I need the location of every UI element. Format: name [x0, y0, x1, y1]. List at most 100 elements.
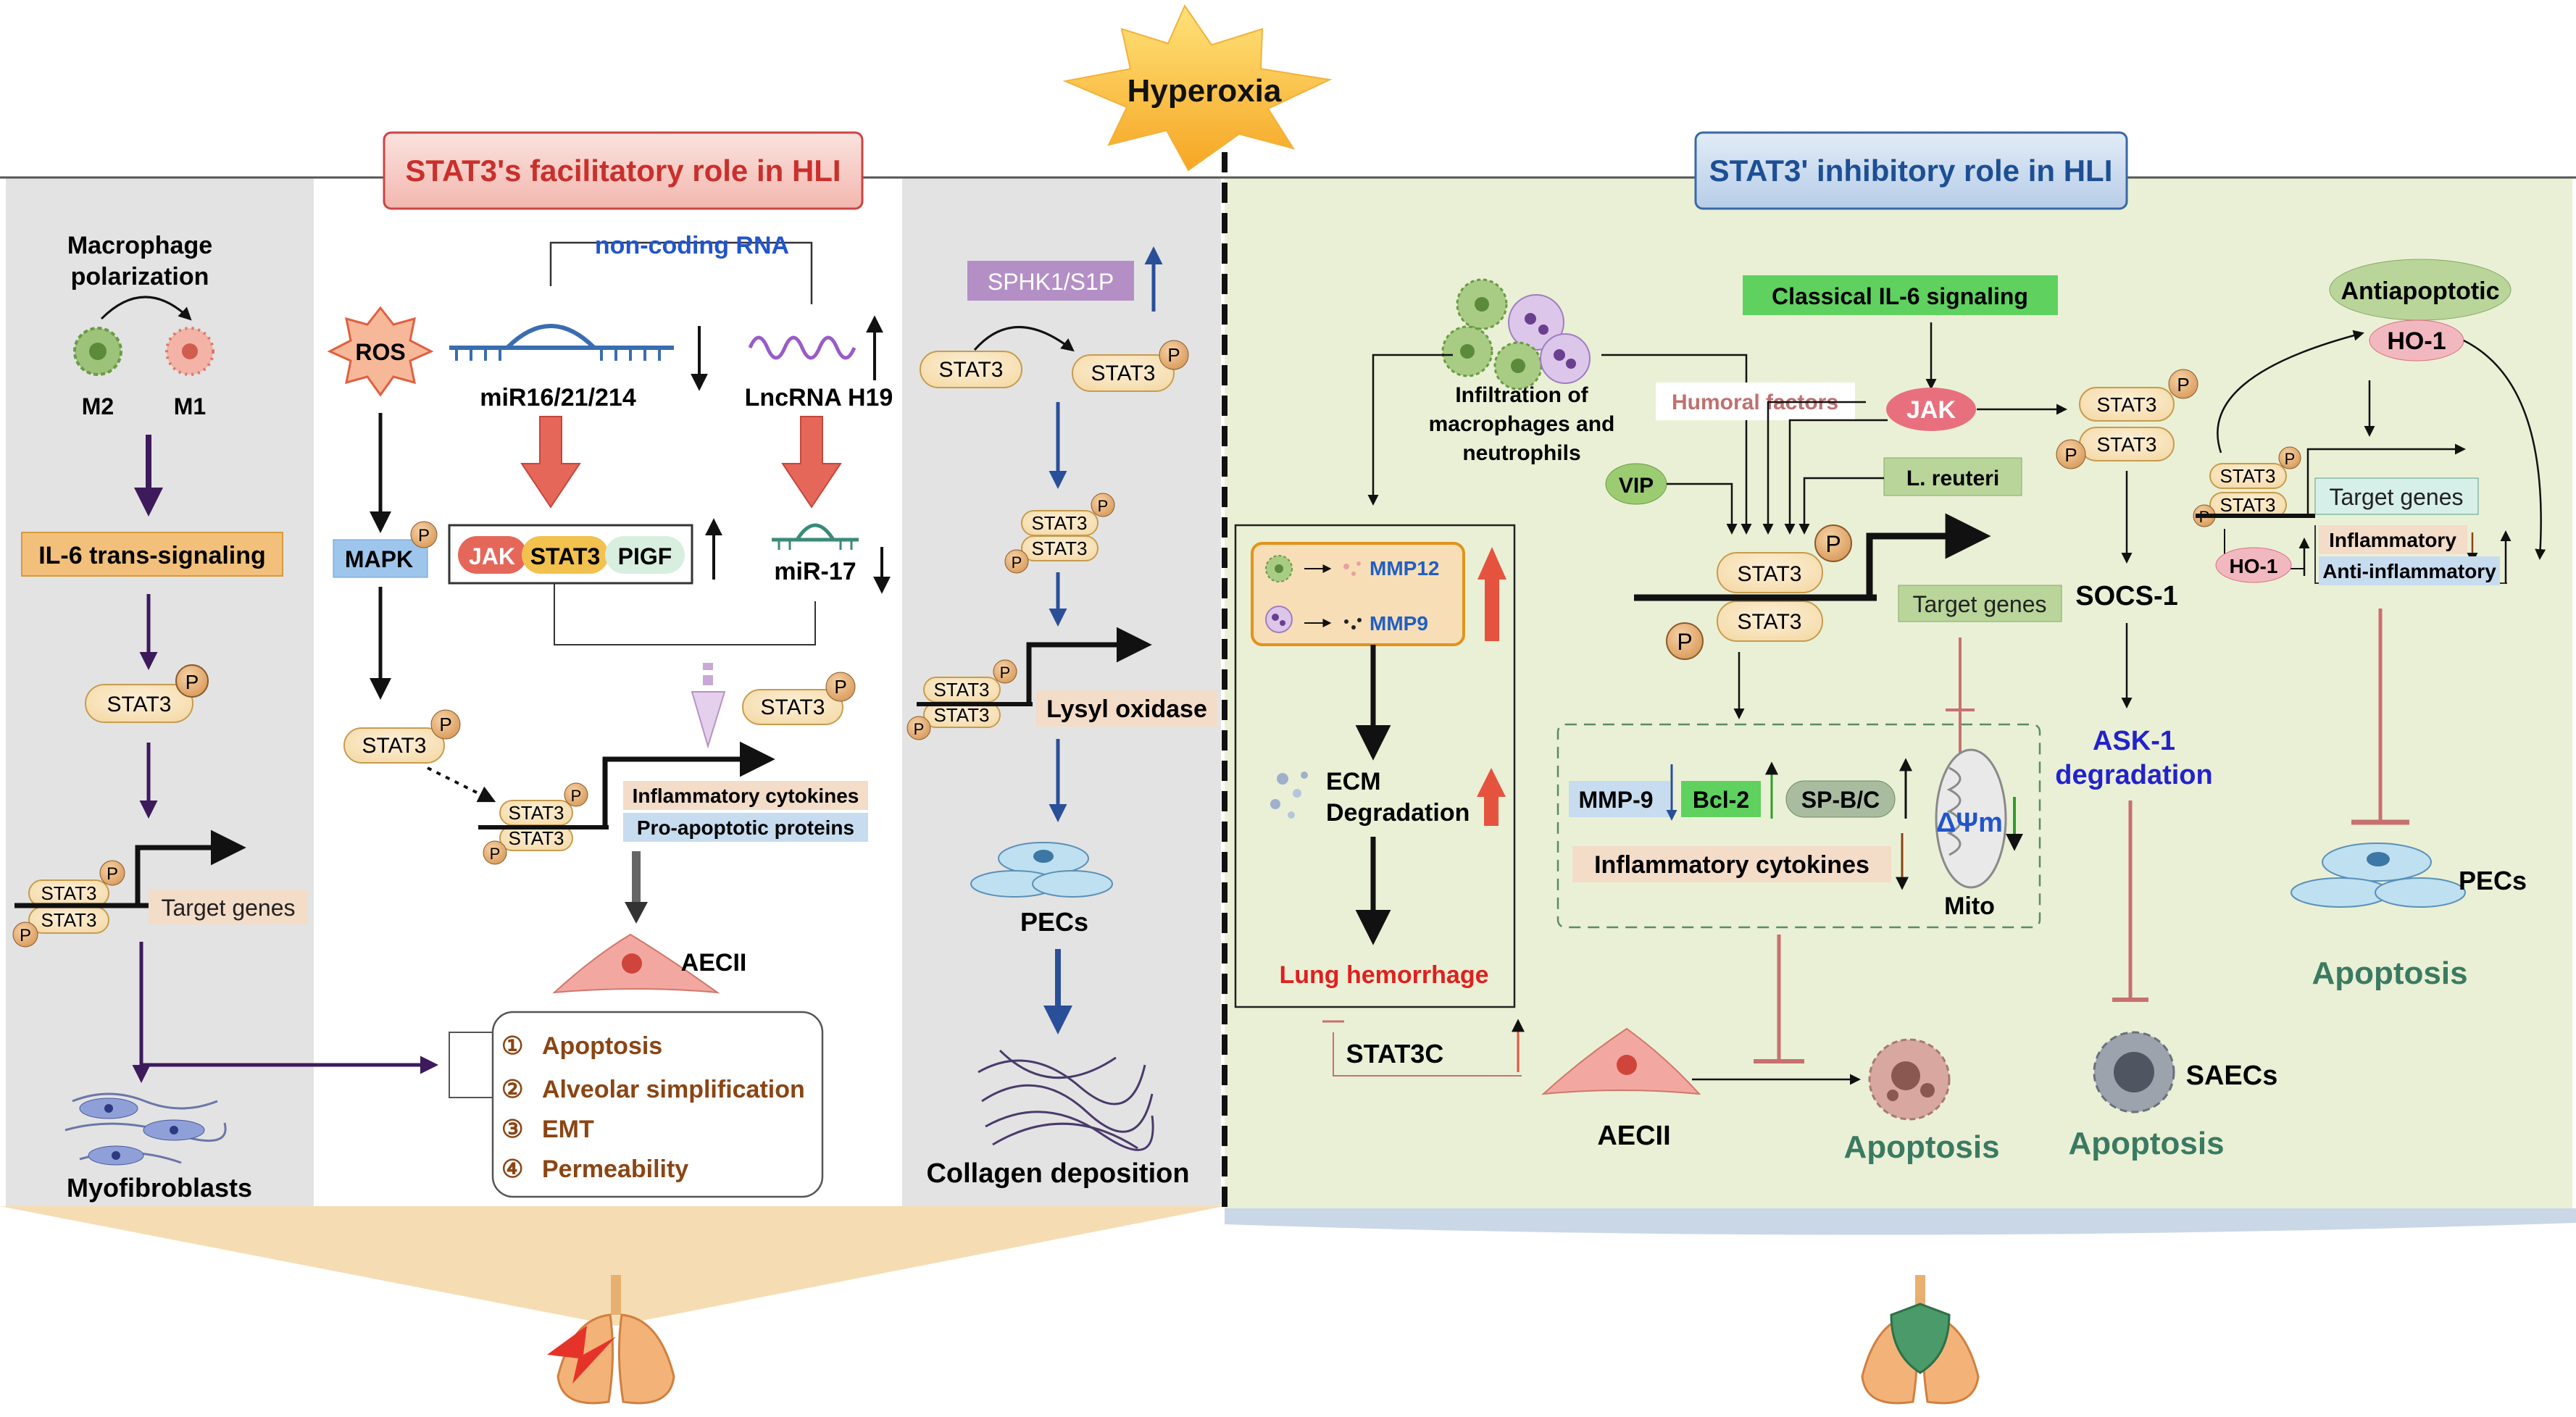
lung-hemorrhage-label: Lung hemorrhage	[1279, 961, 1488, 989]
bcl2-label: Bcl-2	[1693, 787, 1749, 813]
mir17-label: miR-17	[774, 558, 856, 585]
svg-text:P: P	[914, 720, 925, 738]
infiltration-to-box-arrow	[1367, 354, 1453, 506]
mir17-bracket	[554, 583, 816, 645]
mirna-hairpin-icon	[449, 324, 674, 361]
polarization-arrow	[100, 296, 192, 321]
inflam-cyto-box-p2	[623, 781, 868, 810]
pigf-pill	[605, 536, 685, 574]
infiltration-label-3: neutrophils	[1462, 441, 1580, 465]
svg-text:STAT3: STAT3	[1738, 610, 1802, 634]
svg-text:P: P	[1098, 497, 1109, 515]
outcome-item-2: ② Alveolar simplification	[501, 1076, 805, 1103]
right-title: STAT3' inhibitory role in HLI	[1709, 154, 2113, 188]
ros-burst	[327, 306, 434, 397]
lncrna-wave-icon	[748, 335, 856, 360]
polarization-label-1: Macrophage	[67, 232, 212, 259]
left-title-box	[383, 131, 864, 210]
svg-text:STAT3: STAT3	[41, 882, 96, 904]
target-genes-right: Target genes	[1912, 591, 2046, 617]
svg-text:Permeability: Permeability	[542, 1155, 688, 1183]
transcription-arrow-p3	[1026, 627, 1152, 704]
ho1-top-label: HO-1	[2387, 327, 2446, 355]
svg-text:MMP9: MMP9	[1370, 612, 1428, 635]
lreuteri-arrow	[1798, 477, 1884, 535]
mmp-outer-box	[1234, 524, 1516, 1008]
left-title: STAT3's facilitatory role in HLI	[405, 154, 841, 188]
ho1-small-ellipse	[2215, 547, 2292, 583]
lncrna-label: LncRNA H19	[745, 384, 893, 411]
lreuteri-box	[1883, 457, 2022, 496]
svg-text:STAT3: STAT3	[2097, 433, 2157, 456]
svg-text:P: P	[834, 676, 846, 698]
mmp12-row: MMP12	[1265, 555, 1439, 582]
mmp9-row: MMP9	[1265, 606, 1428, 635]
il6-trans-box	[21, 532, 283, 577]
svg-text:②: ②	[501, 1076, 523, 1103]
pro-apop-label: Pro-apoptotic proteins	[637, 816, 854, 839]
mmp9b-label: MMP-9	[1578, 787, 1653, 813]
pecs-cell-icon-right	[2291, 843, 2466, 908]
mapk-box	[333, 539, 428, 578]
svg-text:EMT: EMT	[542, 1116, 594, 1143]
svg-text:P: P	[1012, 553, 1022, 572]
svg-text:STAT3: STAT3	[508, 802, 564, 824]
stat3-p-p2-left: STAT3 P	[343, 709, 461, 764]
svg-text:P: P	[20, 926, 31, 945]
stat3-dimer-right-top: STAT3 STAT3 P P	[2056, 369, 2198, 469]
anti-inflammatory-box	[2319, 556, 2500, 585]
classical-il6-box	[1743, 275, 2058, 315]
stat3-label-p2: STAT3	[530, 543, 601, 569]
stat3-p-p2-right: STAT3 P	[742, 672, 856, 725]
apoptosis-aecii-label: Apoptosis	[1843, 1129, 1999, 1165]
collagen-fibers-icon	[978, 1049, 1154, 1151]
svg-text:P: P	[1677, 629, 1692, 655]
svg-text:P: P	[1167, 344, 1180, 366]
dpsi-label: ΔΨm	[1936, 808, 2003, 838]
humoral-arrow	[1762, 401, 1866, 535]
svg-text:P: P	[490, 845, 501, 863]
svg-text:③: ③	[501, 1116, 523, 1143]
outcomes-bracket	[449, 1032, 493, 1098]
svg-text:STAT3: STAT3	[933, 679, 989, 701]
hyperoxia-burst	[1062, 4, 1333, 172]
myofibroblasts-label: Myofibroblasts	[67, 1173, 252, 1203]
myofibroblasts-icon	[64, 1092, 227, 1166]
svg-text:STAT3: STAT3	[933, 704, 989, 726]
stat3-dimer-ho1: STAT3 STAT3 P P	[2193, 446, 2301, 527]
ecm-up-thick-arrow	[1477, 768, 1506, 826]
antiapoptotic-label: Antiapoptotic	[2341, 277, 2499, 305]
aecii-cell-icon-p2	[552, 933, 720, 994]
mirna-label: miR16/21/214	[480, 384, 636, 411]
spbc-box	[1785, 780, 1896, 818]
classical-il6-label: Classical IL-6 signaling	[1772, 283, 2028, 309]
ecm-label-1: ECM	[1326, 768, 1381, 795]
svg-text:P: P	[2064, 444, 2077, 466]
hyperoxia-label: Hyperoxia	[1127, 73, 1282, 109]
infiltration-to-stat3-arrow	[1601, 354, 1752, 535]
stat3-p-p1: STAT3 P	[85, 664, 209, 723]
svg-text:P: P	[571, 787, 582, 805]
mito-label: Mito	[1944, 893, 1995, 920]
svg-text:P: P	[1000, 664, 1011, 682]
saecs-label: SAECs	[2186, 1061, 2278, 1091]
target-genes-p1: Target genes	[161, 895, 295, 921]
jak-ellipse	[1886, 388, 1976, 431]
target-genes-ho1: Target genes	[2329, 484, 2463, 510]
right-title-box	[1694, 131, 2128, 210]
svg-text:STAT3: STAT3	[107, 693, 172, 716]
mitochondria-icon	[1935, 748, 2007, 889]
m2-macrophage-icon	[73, 327, 122, 376]
svg-text:P: P	[2285, 450, 2296, 468]
stat3-dimer-p3a: STAT3 STAT3 P P	[1004, 493, 1115, 574]
outcome-item-1: ① Apoptosis	[501, 1032, 662, 1060]
sphk-label: SPHK1/S1P	[988, 269, 1114, 295]
mapk-label: MAPK	[345, 546, 413, 572]
lysyl-label: Lysyl oxidase	[1046, 695, 1207, 723]
svg-text:MMP12: MMP12	[1370, 557, 1439, 580]
svg-text:P: P	[186, 671, 199, 693]
mirna-red-arrow	[520, 416, 581, 509]
svg-text:P: P	[107, 864, 118, 884]
